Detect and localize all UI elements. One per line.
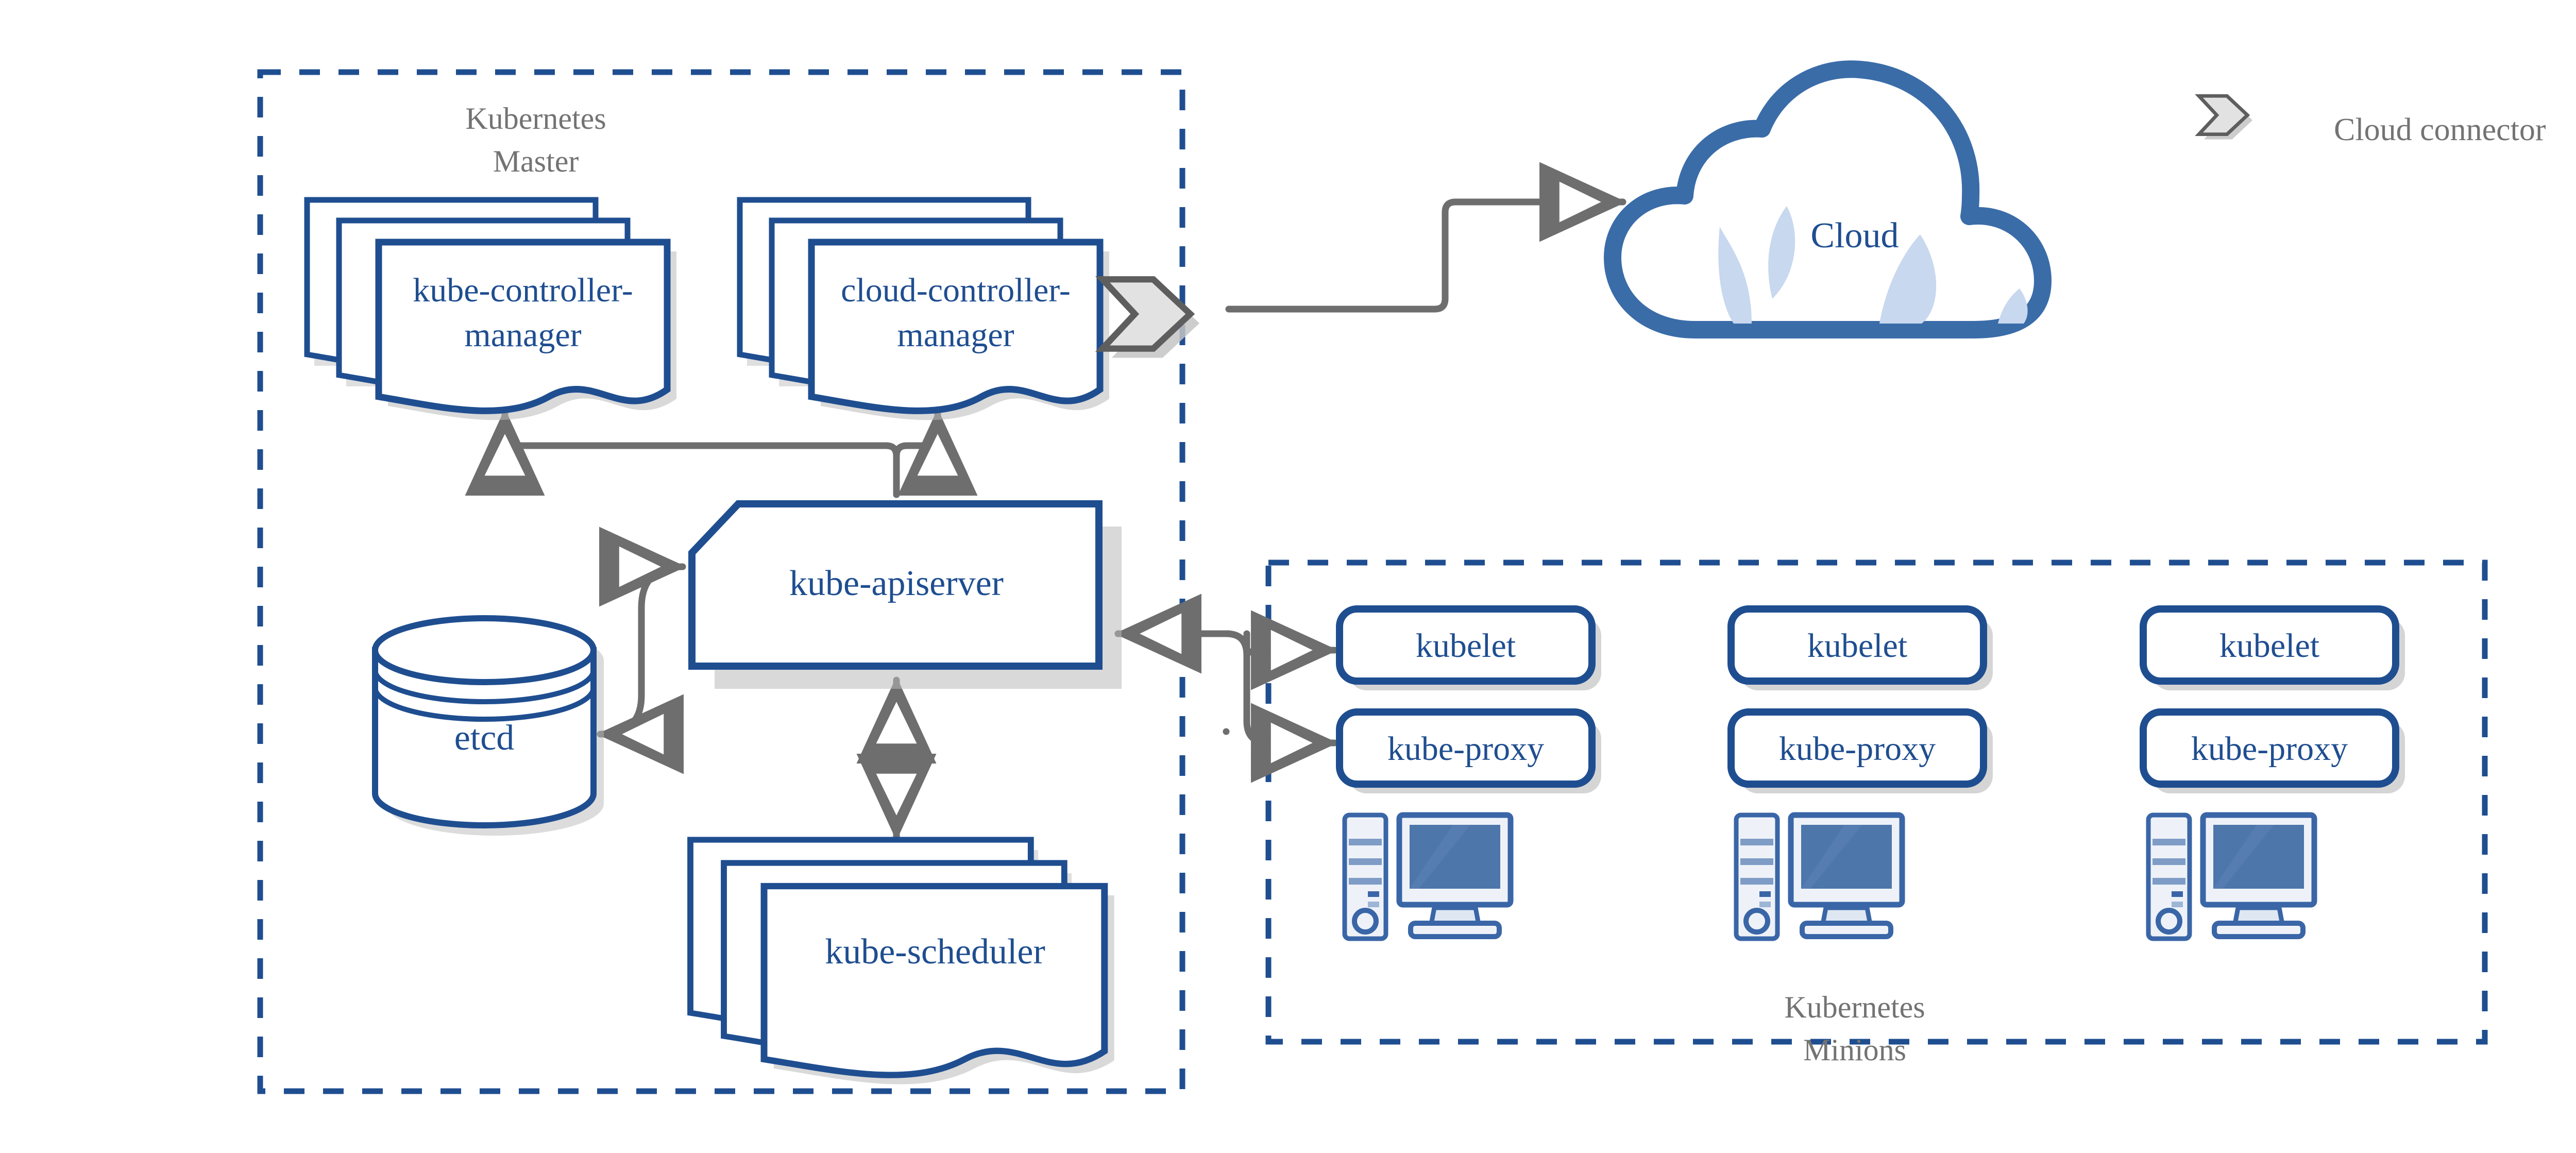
cloud-accent-4 xyxy=(1998,289,2028,324)
group-kubernetes-minions: Kubernetes Minions xyxy=(1265,559,2488,1067)
node-minion-2[interactable]: kubelet kube-proxy xyxy=(1727,605,1993,939)
minion-2-computer-icon xyxy=(1736,815,1902,939)
connector-apiserver-to-kube-controller-manager xyxy=(465,408,900,498)
node-cloud-controller-manager[interactable]: cloud-controller- manager xyxy=(740,200,1109,420)
minions-label-line2: Minions xyxy=(1803,1033,1906,1067)
minion-2-kube-proxy-box[interactable] xyxy=(1727,708,1987,788)
cloud-controller-manager-label-line1: cloud-controller- xyxy=(841,272,1071,309)
cloud-controller-manager-label-line2: manager xyxy=(897,316,1014,354)
etcd-ring-2 xyxy=(372,687,596,722)
minion-3-kubelet-label: kubelet xyxy=(2219,627,2319,665)
node-minion-3[interactable]: kubelet kube-proxy xyxy=(2140,605,2405,939)
legend: Cloud connector xyxy=(2199,96,2546,147)
etcd-body xyxy=(372,647,597,828)
minion-1-kubelet-label: kubelet xyxy=(1416,627,1516,665)
minion-3-kube-proxy-label: kube-proxy xyxy=(2191,730,2348,768)
cloud-accent-1 xyxy=(1768,206,1795,299)
connector-apiserver-etcd xyxy=(596,527,687,774)
cloud-label: Cloud xyxy=(1810,216,1899,256)
legend-label: Cloud connector xyxy=(2334,112,2546,147)
node-kube-controller-manager[interactable]: kube-controller- manager xyxy=(93,200,676,420)
minion-1-kube-proxy-box[interactable] xyxy=(1336,708,1596,788)
kube-controller-manager-label-line1: kube-controller- xyxy=(413,272,633,309)
connector-cloud-controller-manager-to-cloud xyxy=(1225,162,1627,313)
legend-cloud-connector-icon xyxy=(2199,96,2252,139)
node-kube-scheduler[interactable]: kube-scheduler xyxy=(690,840,1114,1084)
kube-apiserver-label: kube-apiserver xyxy=(789,564,1004,603)
connector-apiserver-to-cloud-controller-manager xyxy=(893,408,978,498)
connector-apiserver-to-kubelet-1 xyxy=(1243,610,1338,690)
kube-controller-manager-label-line2: manager xyxy=(464,316,581,354)
minion-2-kubelet-box[interactable] xyxy=(1727,605,1987,685)
node-minion-1[interactable]: kubelet kube-proxy xyxy=(1336,605,1601,939)
etcd-top-ellipse xyxy=(372,615,597,685)
kube-apiserver-shape xyxy=(688,500,1103,670)
minion-1-kube-proxy-label: kube-proxy xyxy=(1387,730,1544,768)
cloud-accent-2 xyxy=(1718,227,1752,324)
minions-dashed-border xyxy=(1265,559,2488,1045)
minion-2-kubelet-label: kubelet xyxy=(1807,627,1907,665)
minions-label-line1: Kubernetes xyxy=(1784,990,1925,1024)
node-cloud[interactable]: Cloud xyxy=(1604,60,2052,338)
minion-3-computer-icon xyxy=(2148,815,2314,939)
connector-apiserver-to-kube-proxy-1 xyxy=(1114,594,1338,783)
etcd-label: etcd xyxy=(454,718,515,758)
cloud-shape xyxy=(1604,60,2052,338)
node-etcd[interactable]: etcd xyxy=(372,615,604,836)
minion-3-kube-proxy-box[interactable] xyxy=(2140,708,2399,788)
minion-3-kubelet-box[interactable] xyxy=(2140,605,2399,685)
master-label-line2: Master xyxy=(493,144,579,178)
master-dashed-border xyxy=(257,69,1185,1094)
group-kubernetes-master: Kubernetes Master xyxy=(257,69,1185,1094)
node-kube-apiserver[interactable]: kube-apiserver xyxy=(688,500,1122,689)
connector-layer xyxy=(465,162,1627,841)
minion-1-computer-icon xyxy=(1345,815,1511,939)
kube-scheduler-label: kube-scheduler xyxy=(825,932,1045,972)
minion-2-kube-proxy-label: kube-proxy xyxy=(1779,730,1936,768)
cloud-accent-3 xyxy=(1879,234,1937,324)
master-label-line1: Kubernetes xyxy=(465,101,606,135)
etcd-ring-1 xyxy=(372,669,596,704)
minion-1-kubelet-box[interactable] xyxy=(1336,605,1596,685)
